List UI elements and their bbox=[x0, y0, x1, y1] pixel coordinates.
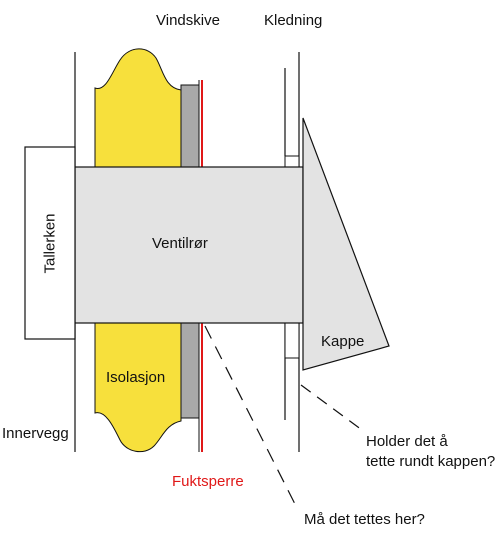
label-fuktsperre: Fuktsperre bbox=[172, 473, 244, 490]
ventilation-pipe bbox=[74, 166, 304, 324]
label-question-here: Må det tettes her? bbox=[304, 511, 425, 528]
pointer-line-here bbox=[204, 325, 299, 511]
pointer-line-kappe bbox=[300, 384, 363, 431]
windboard-top bbox=[180, 84, 200, 168]
cladding-batten-top bbox=[284, 155, 300, 168]
label-vindskive: Vindskive bbox=[156, 12, 220, 29]
windboard-bottom bbox=[180, 322, 200, 419]
label-question-kappe: Holder det å tette rundt kappen? bbox=[366, 433, 496, 470]
insulation-top bbox=[94, 48, 182, 168]
kappe-cap bbox=[302, 117, 390, 371]
label-kledning: Kledning bbox=[264, 12, 323, 29]
insulation-bottom bbox=[94, 322, 182, 453]
label-isolasjon: Isolasjon bbox=[106, 369, 166, 386]
tallerken-plate bbox=[24, 146, 76, 340]
label-kappe: Kappe bbox=[321, 333, 365, 350]
cladding-batten-bottom bbox=[284, 322, 300, 359]
label-tallerken: Tallerken bbox=[41, 213, 59, 274]
label-ventilror: Ventilrør bbox=[152, 235, 208, 252]
label-innervegg: Innervegg bbox=[2, 425, 69, 442]
